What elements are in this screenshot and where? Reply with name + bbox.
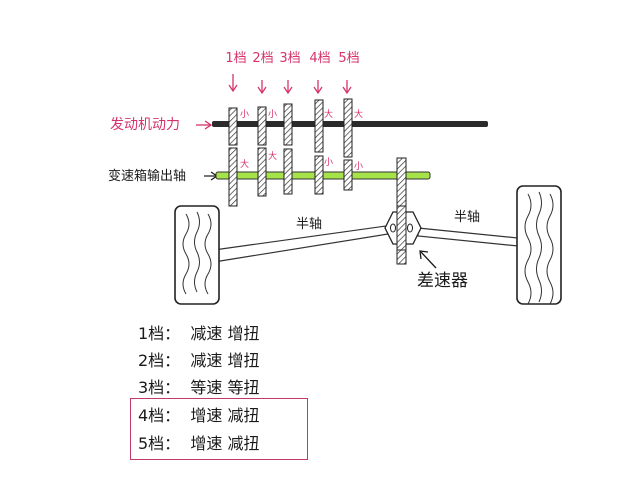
upper-mark-1: 小 bbox=[240, 109, 249, 120]
legend-row-3: 3档： 等速 等扭 bbox=[138, 374, 259, 398]
differential-label: 差速器 bbox=[417, 271, 468, 291]
lower-mark-4: 小 bbox=[324, 157, 333, 168]
legend-gear: 4档： bbox=[138, 406, 181, 425]
differential-pinion-right bbox=[407, 223, 413, 233]
gear-1-driven bbox=[228, 147, 238, 207]
down-arrow-icon bbox=[283, 80, 293, 95]
gear-4-drive bbox=[314, 99, 324, 153]
down-arrow-icon bbox=[228, 74, 238, 93]
gear-3-drive bbox=[283, 103, 293, 146]
lower-mark-5: 小 bbox=[354, 161, 363, 172]
upper-mark-4: 大 bbox=[324, 108, 333, 120]
legend-effect: 减速 增扭 bbox=[190, 324, 260, 343]
gear-1-drive bbox=[228, 107, 238, 146]
legend-effect: 增速 减扭 bbox=[190, 434, 260, 453]
differential bbox=[384, 157, 422, 265]
legend-row-1: 1档： 减速 增扭 bbox=[138, 320, 259, 344]
legend-row-5: 5档： 增速 减扭 bbox=[138, 430, 259, 454]
upper-mark-2: 小 bbox=[268, 109, 277, 120]
left-half-shaft-label: 半轴 bbox=[296, 217, 322, 232]
input-arrow-icon bbox=[196, 120, 213, 130]
gear-size-marks: 小 小 大 大 大 大 小 小 bbox=[240, 108, 363, 172]
left-wheel bbox=[174, 205, 220, 305]
legend-gear: 1档： bbox=[138, 324, 181, 343]
right-half-shaft-label: 半轴 bbox=[454, 210, 480, 225]
legend-effect: 等速 等扭 bbox=[190, 378, 260, 397]
right-half-shaft bbox=[417, 227, 519, 247]
input-shaft-label: 发动机动力 bbox=[110, 117, 180, 133]
gear-arrows bbox=[228, 74, 352, 95]
down-arrow-icon bbox=[313, 80, 323, 95]
down-arrow-icon bbox=[257, 80, 267, 95]
output-shaft-label: 变速箱输出轴 bbox=[108, 168, 186, 184]
differential-pinion-left bbox=[390, 223, 396, 233]
legend-effect: 增速 减扭 bbox=[190, 406, 260, 425]
gear-2-driven bbox=[257, 147, 267, 197]
gear-pairs bbox=[228, 98, 353, 207]
right-wheel bbox=[516, 185, 562, 305]
upper-mark-5: 大 bbox=[354, 108, 363, 120]
differential-arrow-icon bbox=[419, 250, 437, 269]
gear-3-driven bbox=[283, 148, 293, 195]
legend-gear: 5档： bbox=[138, 434, 181, 453]
legend-row-4: 4档： 增速 减扭 bbox=[138, 402, 259, 426]
legend-highlight-box bbox=[130, 398, 308, 460]
half-shafts bbox=[213, 225, 519, 263]
gear-label-5: 5档 bbox=[338, 51, 359, 66]
legend-effect: 减速 增扭 bbox=[190, 351, 260, 370]
legend-gear: 3档： bbox=[138, 378, 181, 397]
legend-gear: 2档： bbox=[138, 351, 181, 370]
gear-label-3: 3档 bbox=[279, 51, 300, 66]
gear-2-drive bbox=[257, 106, 267, 146]
lower-mark-2: 大 bbox=[268, 150, 277, 162]
lower-mark-1: 大 bbox=[240, 158, 249, 170]
gear-4-driven bbox=[314, 155, 324, 195]
legend-row-2: 2档： 减速 增扭 bbox=[138, 347, 259, 371]
gear-label-2: 2档 bbox=[252, 51, 273, 66]
gear-labels: 1档 2档 3档 4档 5档 bbox=[225, 51, 359, 66]
gear-5-driven bbox=[343, 159, 353, 191]
gear-5-drive bbox=[343, 98, 353, 158]
down-arrow-icon bbox=[342, 80, 352, 95]
gear-label-4: 4档 bbox=[309, 51, 330, 66]
differential-ring-gear-center bbox=[396, 205, 407, 251]
output-arrow-icon bbox=[204, 171, 219, 181]
gear-label-1: 1档 bbox=[225, 51, 246, 66]
